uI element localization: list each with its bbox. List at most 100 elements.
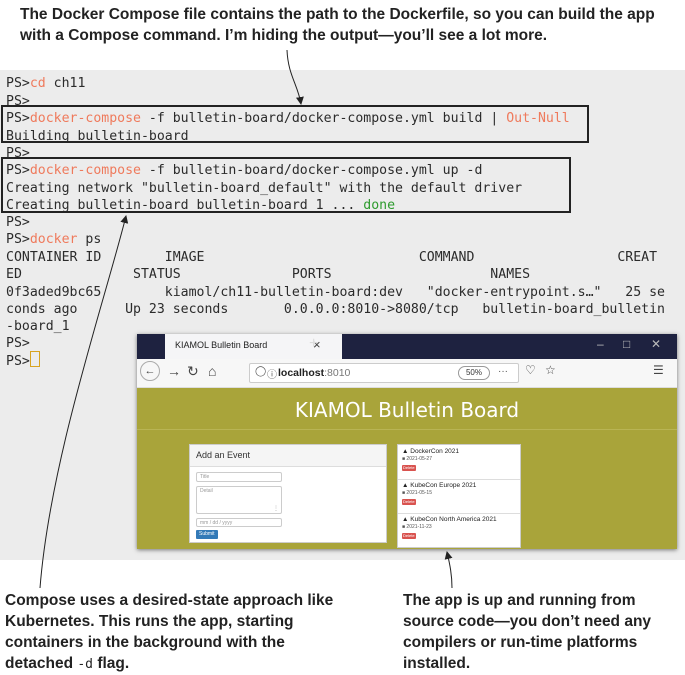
tab-strip: KIAMOL Bulletin Board × + – □ ✕ — [137, 334, 677, 359]
url-host: localhost — [278, 367, 325, 379]
command-name: Out-Null — [506, 111, 570, 126]
command-args: -f bulletin-board/docker-compose.yml bui… — [140, 111, 507, 126]
prompt: PS> — [6, 163, 30, 178]
bottom-left-callout-text: Compose uses a desired-state approach li… — [5, 590, 340, 675]
tab-close-icon[interactable]: × — [313, 337, 321, 352]
event-date-text: 2021-05-15 — [406, 490, 432, 496]
event-date-text: 2021-11-23 — [406, 524, 432, 530]
url-text: localhost:8010 — [278, 367, 350, 379]
navigation-bar: ← → ↻ ⌂ ◯ ⓘ localhost:8010 50% ··· ♡ ☆ ☰ — [137, 359, 677, 388]
date-input[interactable]: mm / dd / yyyy — [196, 518, 282, 527]
terminal-line: PS> — [6, 351, 40, 371]
terminal-line: PS>docker-compose -f bulletin-board/dock… — [6, 161, 482, 181]
terminal-line: Building bulletin-board — [6, 127, 189, 147]
command-name: docker-compose — [29, 163, 141, 178]
page-title: KIAMOL Bulletin Board — [294, 398, 520, 422]
command-args: ch11 — [45, 76, 86, 91]
title-divider — [137, 429, 677, 430]
browser-tab[interactable]: KIAMOL Bulletin Board × — [165, 334, 342, 359]
terminal-line: Creating network "bulletin-board_default… — [6, 179, 522, 199]
delete-event-button[interactable]: Delete — [402, 499, 416, 505]
terminal-line: PS>cd ch11 — [6, 74, 85, 94]
docker-ps-row: conds ago Up 23 seconds 0.0.0.0:8010->80… — [6, 302, 665, 317]
prompt: PS> — [6, 215, 30, 230]
docker-ps-header: ED STATUS PORTS NAMES — [6, 267, 531, 282]
home-icon[interactable]: ⌂ — [208, 363, 217, 379]
close-window-icon[interactable]: ✕ — [651, 337, 662, 351]
address-bar[interactable]: ◯ ⓘ localhost:8010 50% ··· — [249, 363, 519, 383]
command-args: -f bulletin-board/docker-compose.yml up … — [140, 163, 483, 178]
zoom-level-badge[interactable]: 50% — [458, 366, 490, 380]
shield-icon[interactable]: ◯ — [255, 366, 267, 377]
event-name-text: DockerCon 2021 — [410, 448, 460, 455]
event-date-text: 2021-05-27 — [406, 456, 432, 462]
pocket-icon[interactable]: ♡ — [525, 363, 536, 377]
url-port: :8010 — [324, 367, 351, 379]
prompt: PS> — [6, 111, 30, 126]
submit-label: Submit — [199, 531, 215, 537]
prompt: PS> — [6, 76, 30, 91]
maximize-icon[interactable]: □ — [623, 337, 631, 351]
event-date: ■ 2021-05-15 — [402, 490, 432, 496]
prompt: PS> — [6, 232, 30, 247]
title-input[interactable]: Title — [196, 472, 282, 482]
terminal-line: PS>docker-compose -f bulletin-board/dock… — [6, 109, 570, 129]
build-command-highlight — [1, 105, 589, 143]
callout-code-flag: -d — [77, 657, 94, 672]
tab-title: KIAMOL Bulletin Board — [175, 340, 268, 350]
detail-placeholder: Detail — [200, 488, 213, 494]
date-placeholder: mm / dd / yyyy — [200, 520, 233, 526]
terminal-cursor — [29, 351, 40, 367]
browser-window[interactable]: KIAMOL Bulletin Board × + – □ ✕ ← → ↻ ⌂ … — [137, 334, 677, 549]
delete-label: Delete — [403, 499, 415, 504]
resize-handle-icon[interactable]: ⋮ — [273, 506, 279, 512]
prompt: PS> — [6, 354, 30, 369]
command-name: docker-compose — [29, 111, 141, 126]
command-name: docker — [29, 232, 78, 247]
new-tab-icon[interactable]: + — [309, 335, 319, 352]
delete-event-button[interactable]: Delete — [402, 533, 416, 539]
callout-text-part: Compose uses a desired-state approach li… — [5, 592, 334, 672]
submit-button[interactable]: Submit — [196, 530, 218, 539]
event-name: ▲ KubeCon North America 2021 — [402, 516, 497, 523]
terminal-line: PS>docker ps — [6, 230, 101, 250]
form-header: Add an Event — [190, 445, 386, 467]
command-output: Building bulletin-board — [6, 129, 189, 144]
delete-event-button[interactable]: Delete — [402, 465, 416, 471]
info-icon[interactable]: ⓘ — [267, 370, 277, 381]
bottom-right-callout-text: The app is up and running from source co… — [403, 592, 652, 672]
top-callout-text: The Docker Compose file contains the pat… — [20, 6, 655, 44]
command-name: cd — [29, 76, 46, 91]
terminal-line: Creating bulletin-board_bulletin-board_1… — [6, 196, 395, 216]
command-output: Creating bulletin-board_bulletin-board_1… — [6, 198, 364, 213]
forward-arrow-icon[interactable]: → — [167, 363, 181, 379]
terminal-line: PS> — [6, 334, 30, 354]
command-args: ps — [77, 232, 102, 247]
add-event-form: Add an Event Title Detail ⋮ mm / dd / yy… — [189, 444, 387, 543]
event-name: ▲ KubeCon Europe 2021 — [402, 482, 477, 489]
event-name: ▲ DockerCon 2021 — [402, 448, 460, 455]
terminal-line: PS> — [6, 213, 30, 233]
detail-textarea[interactable]: Detail ⋮ — [196, 486, 282, 514]
delete-label: Delete — [403, 533, 415, 538]
events-list: ▲ DockerCon 2021 ■ 2021-05-27 Delete ▲ K… — [397, 444, 521, 548]
back-arrow-icon[interactable]: ← — [140, 361, 160, 381]
page-actions-icon[interactable]: ··· — [498, 366, 508, 377]
event-name-text: KubeCon North America 2021 — [410, 516, 497, 523]
event-date: ■ 2021-11-23 — [402, 524, 432, 530]
command-output: Creating network "bulletin-board_default… — [6, 181, 523, 196]
callout-text-part: flag. — [93, 655, 130, 672]
event-item: ▲ KubeCon North America 2021 ■ 2021-11-2… — [398, 513, 520, 547]
title-placeholder: Title — [200, 474, 210, 480]
reload-icon[interactable]: ↻ — [187, 363, 199, 379]
form-heading: Add an Event — [196, 450, 251, 460]
event-name-text: KubeCon Europe 2021 — [410, 482, 477, 489]
event-date: ■ 2021-05-27 — [402, 456, 432, 462]
menu-icon[interactable]: ☰ — [653, 363, 664, 377]
up-command-highlight — [1, 157, 571, 213]
done-status: done — [363, 198, 396, 213]
minimize-icon[interactable]: – — [597, 337, 604, 351]
docker-ps-row: 0f3aded9bc65 kiamol/ch11-bulletin-board:… — [6, 285, 665, 300]
bookmark-star-icon[interactable]: ☆ — [545, 363, 556, 377]
event-item: ▲ DockerCon 2021 ■ 2021-05-27 Delete — [398, 445, 520, 480]
